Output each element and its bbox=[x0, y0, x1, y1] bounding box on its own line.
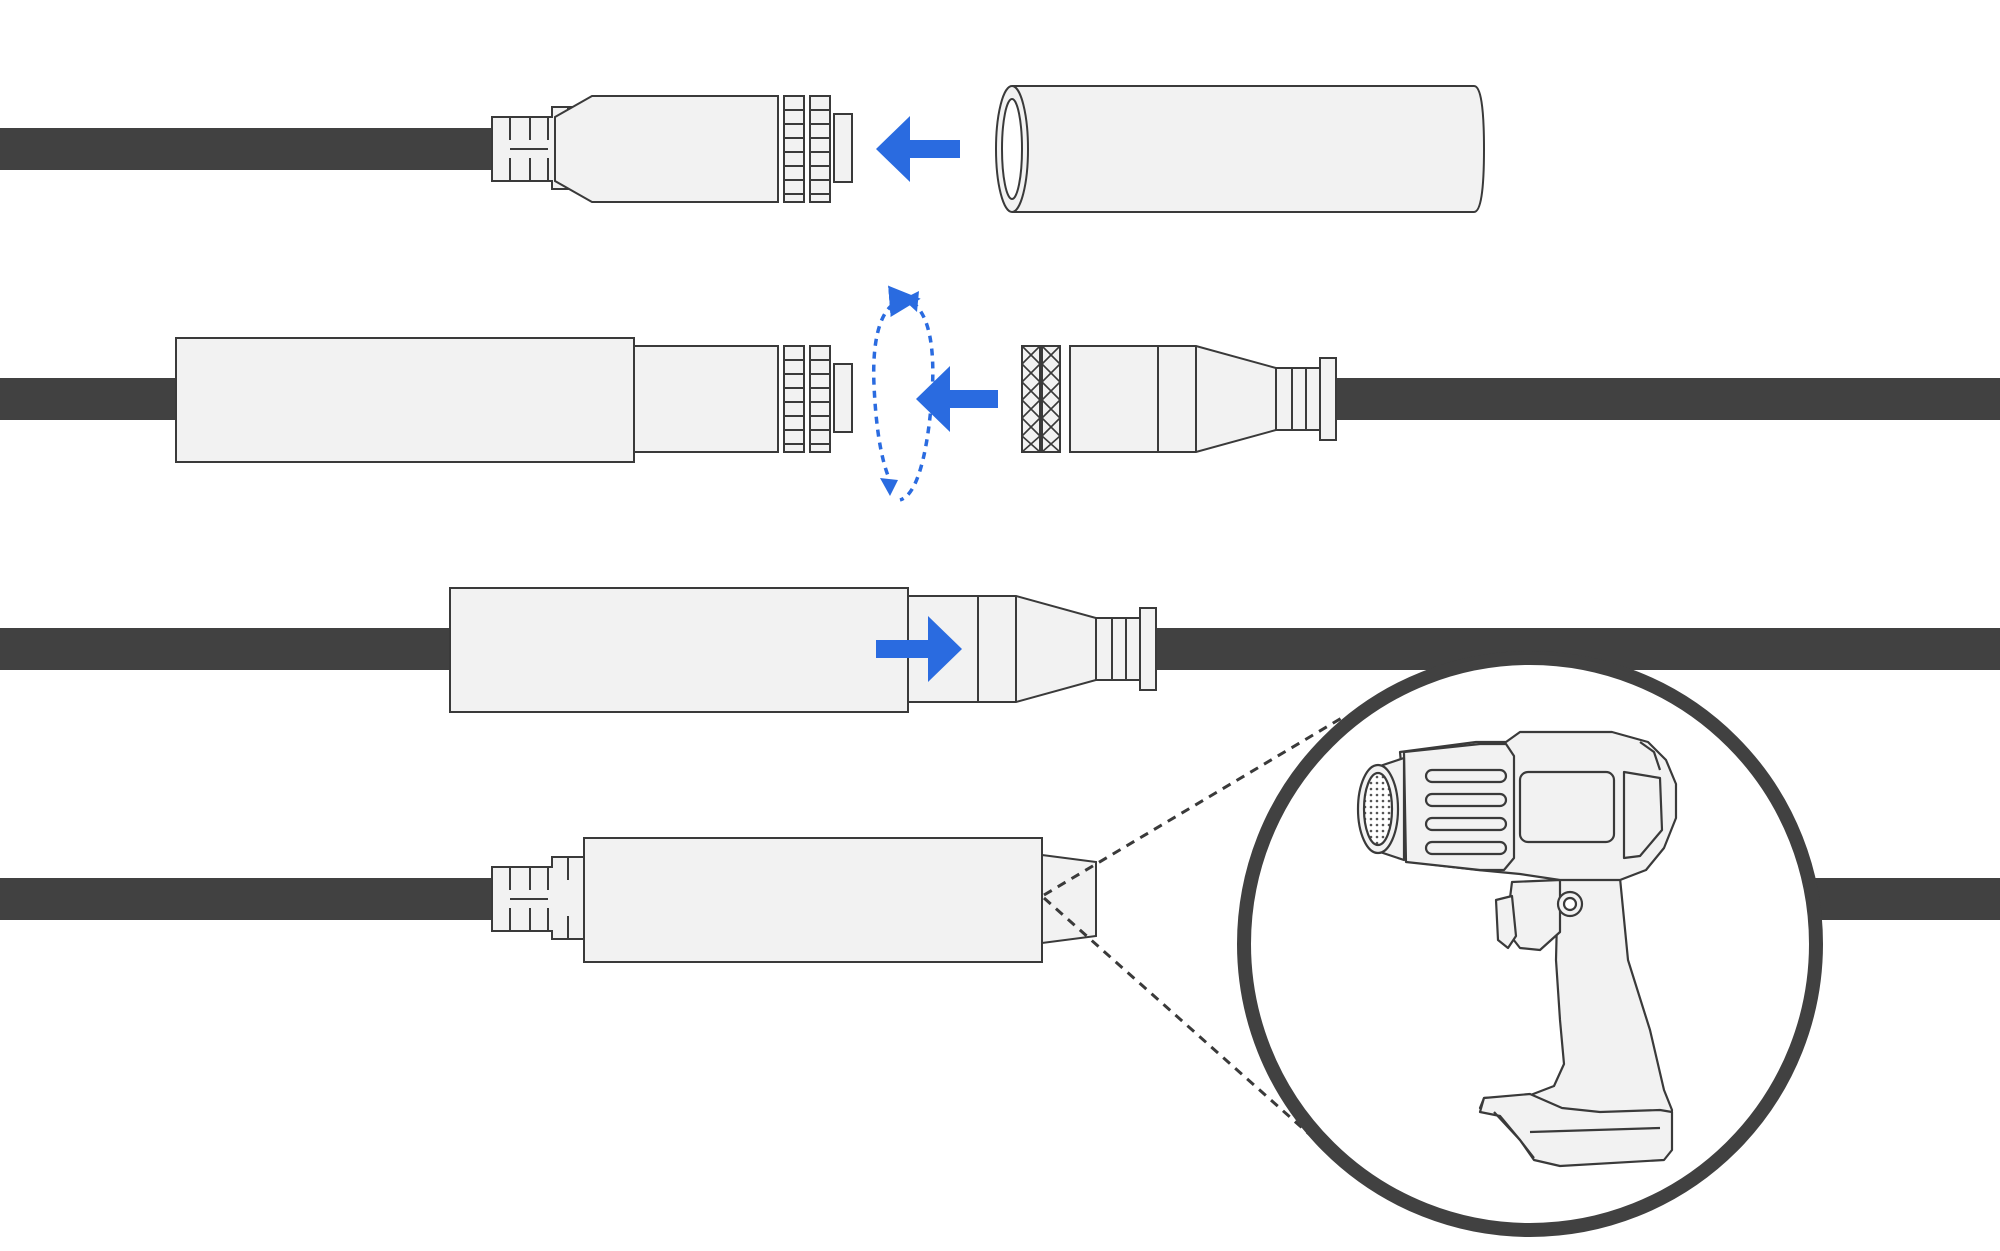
knurled-ring bbox=[783, 95, 853, 203]
heat-shrink-tube bbox=[995, 85, 1486, 213]
connector-body bbox=[554, 95, 779, 203]
cable bbox=[0, 128, 492, 170]
knurled-ring bbox=[783, 345, 853, 453]
step-4 bbox=[0, 714, 2000, 1144]
rotate-arrowhead-bottom bbox=[880, 478, 898, 496]
heat-gun-icon bbox=[1356, 730, 1678, 1168]
connector-body bbox=[633, 345, 779, 453]
cable-left bbox=[0, 378, 176, 420]
step-2 bbox=[0, 285, 2000, 502]
step-1 bbox=[0, 85, 1486, 213]
leader-lines bbox=[1043, 714, 1346, 1144]
step-3 bbox=[0, 587, 2000, 713]
arrow-icon bbox=[876, 116, 960, 182]
rotate-arrowhead-top bbox=[903, 291, 919, 312]
mating-connector bbox=[1021, 345, 1337, 453]
heat-shrink-tube bbox=[449, 587, 909, 713]
magnifier bbox=[1237, 651, 1823, 1237]
arrow-icon bbox=[876, 616, 962, 682]
cable-left bbox=[0, 628, 450, 670]
cable-left bbox=[0, 878, 492, 920]
cable-right bbox=[1336, 378, 2000, 420]
heat-shrink-tube bbox=[175, 337, 635, 463]
arrow-icon bbox=[916, 366, 998, 432]
heat-shrink-tube bbox=[583, 837, 1043, 963]
strain-relief bbox=[491, 856, 591, 940]
